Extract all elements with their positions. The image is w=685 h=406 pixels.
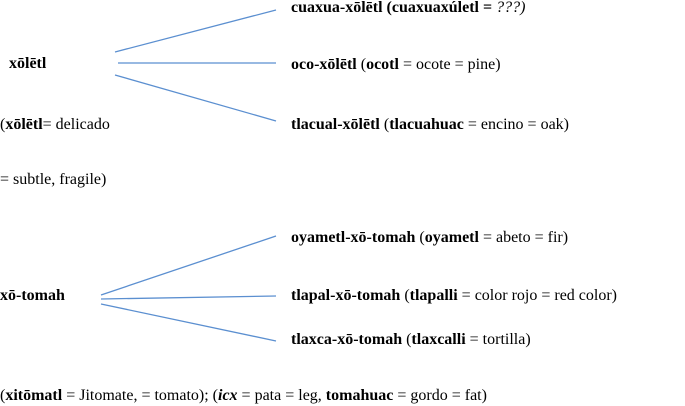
- root-word: xōlētl: [9, 55, 47, 72]
- root-xoletl: xōlētl: [9, 54, 46, 74]
- branch-oyametl-xotomah: oyametl-xō-tomah (oyametl = abeto = fir): [291, 229, 569, 246]
- connector-xoletl-cuaxua: [114, 9, 277, 53]
- gloss-line-2: = subtle, fragile): [0, 171, 107, 188]
- connector-xotomah-tlapal: [100, 295, 277, 300]
- branch-tlacual-xoletl: tlacual-xōlētl (tlacuahuac = encino = oa…: [291, 116, 569, 133]
- gloss-line-1: (xōlētl= delicado: [0, 116, 110, 133]
- branch-tlapal-xotomah: tlapal-xō-tomah (tlapalli = color rojo =…: [291, 287, 617, 304]
- root-word: xō-tomah: [0, 287, 65, 304]
- branch-tlaxca-xotomah: tlaxca-xō-tomah (tlaxcalli = tortilla): [291, 331, 531, 348]
- connector-xoletl-tlacual: [114, 74, 277, 122]
- connector-xotomah-oyametl: [100, 235, 277, 296]
- branch-oco-xoletl: oco-xōlētl (ocotl = ocote = pine): [291, 56, 501, 73]
- root-xotomah: xō-tomah: [0, 286, 65, 306]
- connector-xotomah-tlaxca: [100, 303, 277, 342]
- branch-cuaxua-xoletl: cuaxua-xōlētl (cuaxuaxúletl = ???): [291, 0, 526, 16]
- footnote: (xitōmatl = Jitomate, = tomato); (icx = …: [0, 387, 487, 404]
